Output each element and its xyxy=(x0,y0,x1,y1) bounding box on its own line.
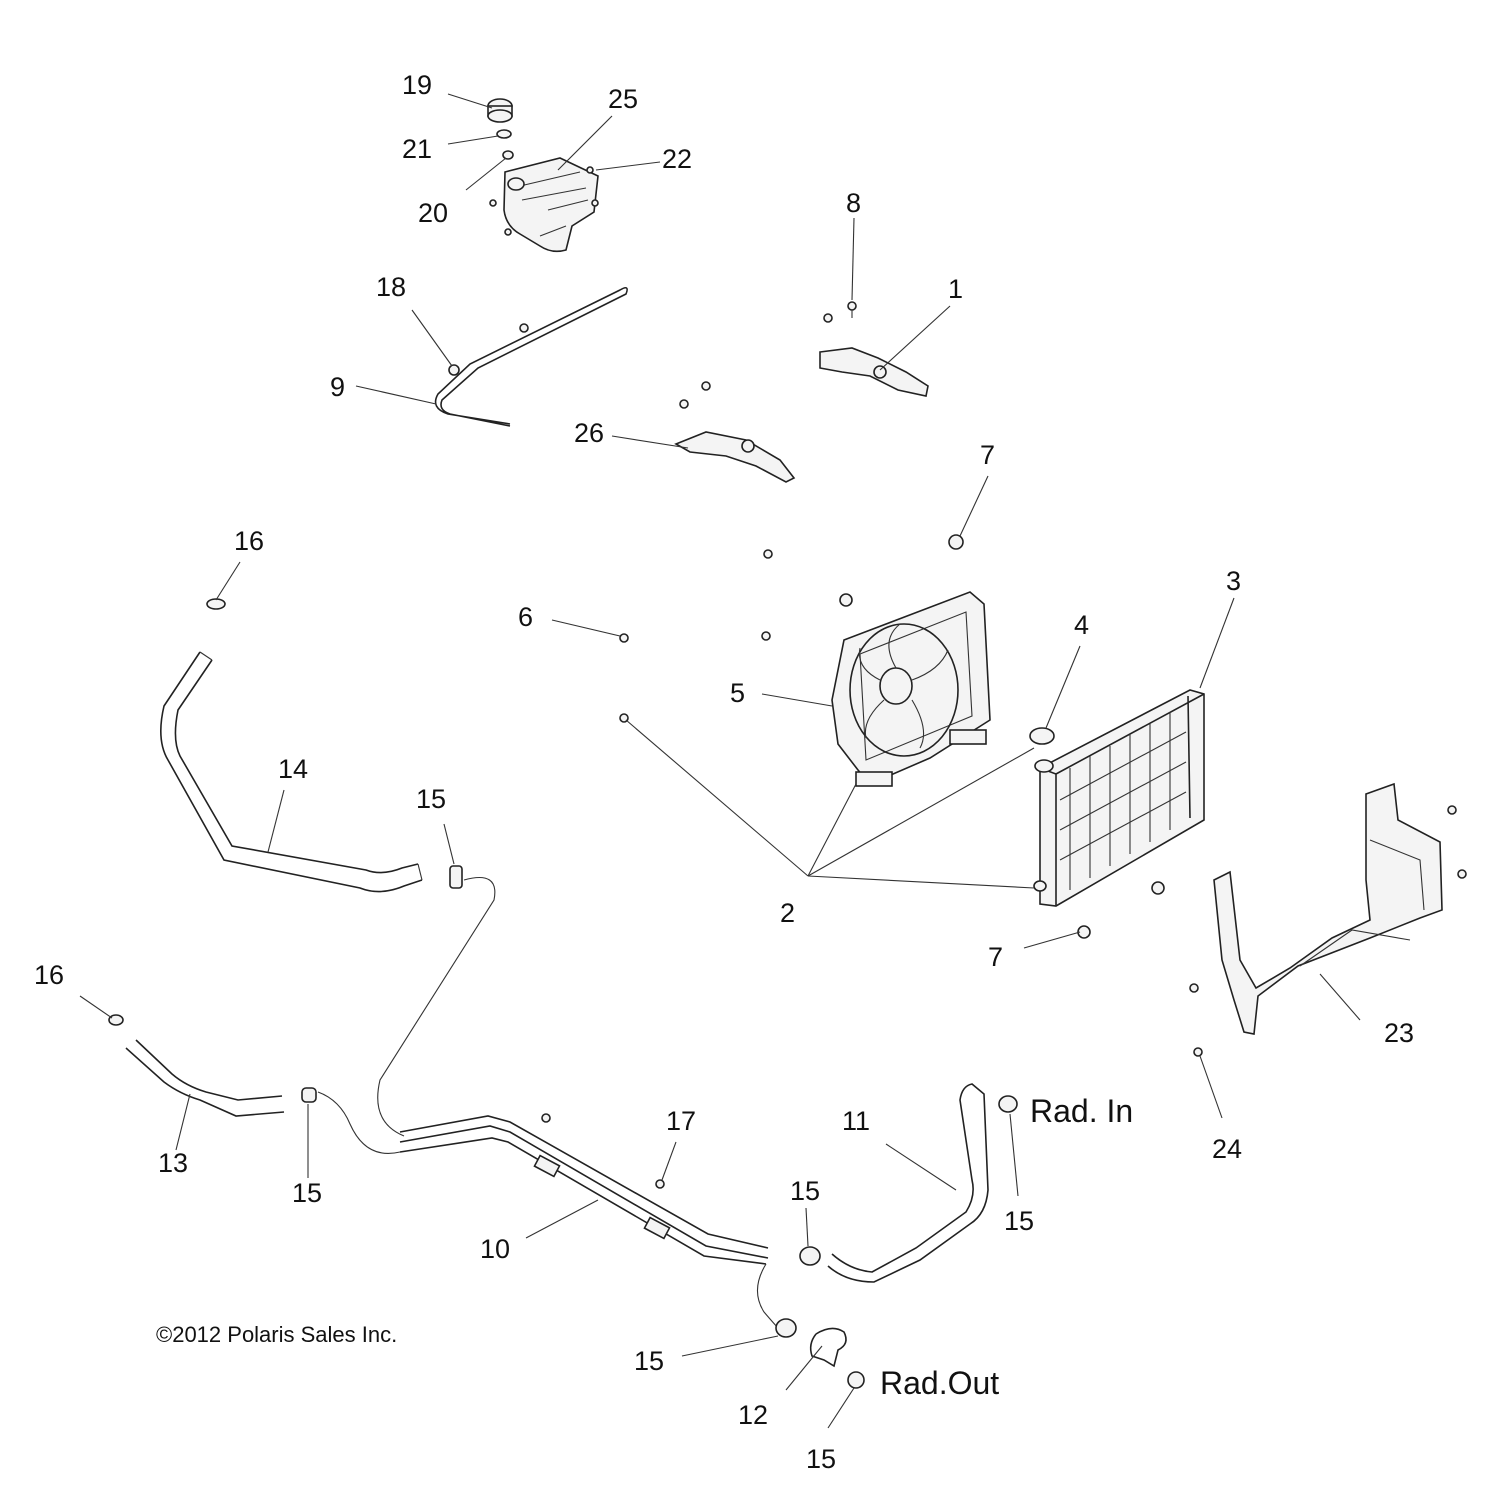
rad-in-label: Rad. In xyxy=(1030,1093,1133,1129)
callout-15-a: 15 xyxy=(416,784,446,814)
hose-14 xyxy=(160,598,423,893)
fan-assembly xyxy=(831,591,991,787)
callout-16-bottom: 16 xyxy=(34,960,64,990)
callout-15-b: 15 xyxy=(790,1176,820,1206)
callout-17: 17 xyxy=(666,1106,696,1136)
flex-line-out xyxy=(756,1263,781,1331)
hose-13 xyxy=(108,1014,285,1117)
callout-15-f: 15 xyxy=(806,1444,836,1474)
pipe-assembly-10 xyxy=(399,1113,769,1265)
callout-19: 19 xyxy=(402,70,432,100)
callout-23: 23 xyxy=(1384,1018,1414,1048)
callout-22: 22 xyxy=(662,144,692,174)
callout-15-d: 15 xyxy=(1004,1206,1034,1236)
callout-1: 1 xyxy=(948,274,963,304)
callout-25: 25 xyxy=(608,84,638,114)
coolant-reservoir xyxy=(503,157,599,253)
grommet-4 xyxy=(1029,727,1055,745)
reservoir-screws xyxy=(489,166,599,236)
rad-out-label: Rad.Out xyxy=(880,1365,999,1401)
bracket-center xyxy=(674,381,796,483)
flex-line-lower xyxy=(317,1091,401,1154)
hose-12 xyxy=(809,1327,847,1368)
callout-7-bottom: 7 xyxy=(988,942,1003,972)
callout-10: 10 xyxy=(480,1234,510,1264)
callout-21: 21 xyxy=(402,134,432,164)
radiator-shield xyxy=(1189,782,1467,1057)
callout-13: 13 xyxy=(158,1148,188,1178)
flex-line-upper xyxy=(377,876,496,1137)
bracket-upper-right xyxy=(819,301,929,397)
reservoir-neck xyxy=(502,150,514,160)
callout-16-top: 16 xyxy=(234,526,264,556)
callout-12: 12 xyxy=(738,1400,768,1430)
callout-15-e: 15 xyxy=(634,1346,664,1376)
callout-14: 14 xyxy=(278,754,308,784)
callout-18: 18 xyxy=(376,272,406,302)
callout-6: 6 xyxy=(518,602,533,632)
callout-20: 20 xyxy=(418,198,448,228)
callout-8: 8 xyxy=(846,188,861,218)
radiator xyxy=(1033,689,1205,907)
callout-24: 24 xyxy=(1212,1134,1242,1164)
callout-4: 4 xyxy=(1074,610,1089,640)
leader-lines xyxy=(79,93,1361,1429)
cap-seal xyxy=(496,129,512,139)
callout-26: 26 xyxy=(574,418,604,448)
reservoir-cap xyxy=(487,98,513,123)
callout-5: 5 xyxy=(730,678,745,708)
bushings xyxy=(619,534,1165,939)
callout-15-c: 15 xyxy=(292,1178,322,1208)
callout-7-top: 7 xyxy=(980,440,995,470)
vent-line xyxy=(434,286,628,427)
callout-9: 9 xyxy=(330,372,345,402)
callout-2: 2 xyxy=(780,898,795,928)
callout-3: 3 xyxy=(1226,566,1241,596)
hose-11 xyxy=(827,1083,989,1283)
clamps xyxy=(301,865,1018,1389)
callout-11: 11 xyxy=(842,1106,870,1136)
copyright-notice: ©2012 Polaris Sales Inc. xyxy=(156,1322,397,1347)
